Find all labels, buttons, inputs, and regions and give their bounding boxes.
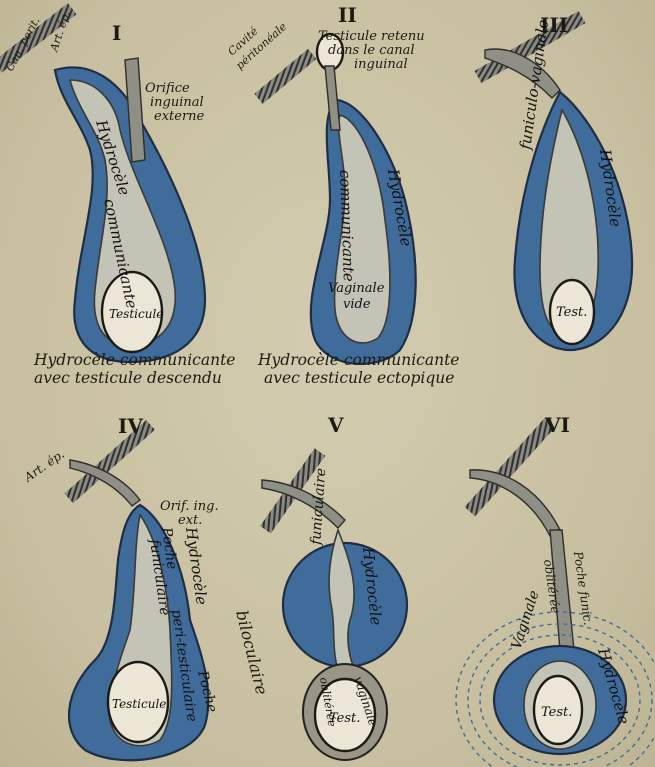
figure-numeral-2: II [338, 3, 357, 27]
epigastric-artery-vessel-2 [254, 49, 316, 104]
label-biloculaire: biloculaire [232, 608, 271, 696]
figure-numeral-5: V [327, 413, 344, 437]
label-test-5: Test. [329, 711, 360, 726]
label-orif-ing: Orif. ing. [160, 499, 219, 514]
figure-5: V funiculaire Hydrocèle vaginale oblitér… [260, 413, 407, 760]
label-externe: externe [154, 109, 205, 124]
label-testicule-retenu: Testicule retenu [318, 29, 425, 44]
label-vaginale-6: Vaginale [509, 589, 543, 652]
figure-6: VI Poche funic. oblitérée Vaginale Hydro… [456, 413, 655, 767]
label-poche-funic: Poche funic. [571, 549, 595, 626]
figure-numeral-6: VI [544, 413, 570, 437]
label-testicule-1: Testicule [109, 307, 163, 321]
label-test-6: Test. [541, 705, 572, 720]
figure-4: IV Art. ép. Orif. ing. ext. Hydrocèle Po… [21, 414, 272, 760]
label-funiculaire-5: funiculaire [308, 468, 329, 547]
label-testicule-4: Testicule [112, 697, 166, 711]
figure-3: III funiculo-vaginale Hydrocèle Test. [475, 11, 633, 350]
captions: Hydrocèle communicante avec testicule de… [33, 351, 460, 387]
epigastric-artery-vessel-6 [465, 418, 556, 517]
caption-1-line-2: avec testicule descendu [34, 369, 222, 387]
label-art-ep-4: Art. ép. [21, 447, 67, 485]
label-test-3: Test. [556, 305, 587, 320]
caption-2-line-2: avec testicule ectopique [264, 369, 454, 387]
label-inguinal-2: inguinal [354, 57, 408, 72]
label-vide: vide [343, 297, 371, 312]
figure-2: II Cavité péritonéale Testicule retenu d… [225, 3, 424, 364]
figure-1: I Can. perit. Art. ép. Orifice inguinal … [0, 3, 205, 362]
figure-numeral-1: I [112, 21, 121, 45]
label-vaginale-2: Vaginale [328, 281, 385, 296]
caption-1-line-1: Hydrocèle communicante [33, 351, 236, 369]
caption-2-line-1: Hydrocèle communicante [257, 351, 460, 369]
figure-numeral-4: IV [118, 414, 143, 438]
label-orifice: Orifice [145, 81, 190, 96]
label-inguinal-1: inguinal [150, 95, 204, 110]
label-dans-le-canal: dans le canal [328, 43, 415, 58]
